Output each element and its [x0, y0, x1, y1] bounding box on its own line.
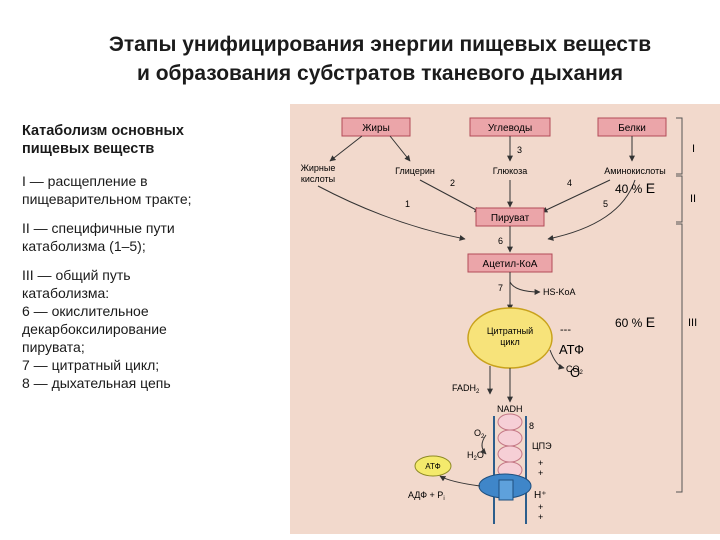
- legend-heading-line1: Катаболизм основных: [22, 123, 184, 139]
- nadh-label: NADH: [497, 404, 523, 414]
- nutrient-box-fats: Жиры: [341, 117, 411, 137]
- proton-plus: +: [538, 458, 543, 468]
- arrow-hs-coa: [509, 281, 541, 295]
- citrate-cycle: Цитратный цикл: [467, 307, 553, 369]
- proton-plus: +: [538, 512, 543, 522]
- arrow-o2-to-h2o: [480, 434, 487, 455]
- monomer-amino-acids: Аминокислоты: [604, 166, 665, 176]
- monomer-fatty-acids-2: кислоты: [301, 174, 335, 184]
- acetyl-coa-label: Ацетил-КоА: [483, 259, 538, 270]
- legend-heading: Катаболизм основных пищевых веществ: [22, 122, 284, 158]
- stage-label-2: II: [690, 193, 696, 205]
- nutrient-label: Жиры: [362, 123, 390, 134]
- step-number-6: 6: [498, 236, 503, 246]
- monomer-fatty-acids-1: Жирные: [301, 163, 336, 173]
- arrow-to-atp: [439, 475, 481, 487]
- legend-line: пирувата;: [22, 339, 85, 355]
- metabolism-diagram: Жиры Углеводы Белки 3 Жирные кислоты Гли…: [290, 104, 720, 534]
- atp-synthase: [478, 473, 532, 501]
- nutrient-label: Углеводы: [488, 123, 532, 134]
- stage-label-3: III: [688, 317, 697, 329]
- slide-title-line1: Этапы унифицирования энергии пищевых вещ…: [108, 33, 652, 56]
- step-number-7: 7: [498, 283, 503, 293]
- step-number-1: 1: [405, 199, 410, 209]
- pyruvate-box: Пируват: [475, 207, 545, 227]
- citrate-cycle-label-1: Цитратный: [487, 326, 533, 336]
- stage-label-1: I: [692, 143, 695, 155]
- citrate-cycle-label-2: цикл: [500, 337, 519, 347]
- atp-label: АТФ: [425, 462, 440, 471]
- legend-line: I — расщепление в: [22, 173, 148, 189]
- nutrient-box-carbs: Углеводы: [469, 117, 551, 137]
- stage1-arrows: [329, 135, 635, 162]
- h2o-label: H2O: [467, 450, 484, 462]
- acetyl-coa-box: Ацетил-КоА: [467, 253, 553, 273]
- atp-oval: АТФ: [414, 455, 452, 477]
- legend-line: 8 — дыхательная цепь: [22, 375, 171, 391]
- legend-stage-3: III — общий путь катаболизма: 6 — окисли…: [22, 266, 284, 392]
- legend-line: пищеварительном тракте;: [22, 191, 192, 207]
- nutrient-box-proteins: Белки: [597, 117, 667, 137]
- proton-plus: +: [538, 468, 543, 478]
- arrow-co2: [549, 349, 565, 370]
- legend-line: 6 — окислительное: [22, 303, 149, 319]
- legend-line: катаболизма (1–5);: [22, 238, 146, 254]
- monomer-glucose: Глюкоза: [493, 166, 527, 176]
- adp-label: АДФ + Pi: [408, 490, 445, 502]
- step-number-3: 3: [517, 145, 522, 155]
- legend-line: 7 — цитратный цикл;: [22, 357, 160, 373]
- proton-plus: +: [538, 502, 543, 512]
- stage2-arrows: [317, 179, 636, 241]
- overlay-letter: О: [570, 365, 580, 380]
- slide-title: Этапы унифицирования энергии пищевых вещ…: [40, 30, 720, 88]
- legend-panel: Катаболизм основных пищевых веществ I — …: [22, 122, 284, 403]
- legend-line: декарбоксилирование: [22, 321, 167, 337]
- step-number-4: 4: [567, 178, 572, 188]
- fadh2-label: FADH2: [452, 383, 480, 395]
- slide-title-line2: и образования субстратов тканевого дыхан…: [136, 62, 624, 85]
- pyruvate-label: Пируват: [491, 213, 530, 224]
- legend-stage-2: II — специфичные пути катаболизма (1–5);: [22, 219, 284, 255]
- stage-brackets: [676, 117, 683, 493]
- diagram-svg: Жиры Углеводы Белки 3 Жирные кислоты Гли…: [290, 104, 720, 534]
- step-number-2: 2: [450, 178, 455, 188]
- overlay-atp: АТФ: [559, 342, 584, 357]
- co2-label: CO2: [566, 364, 584, 376]
- legend-line: III — общий путь: [22, 267, 131, 283]
- energy-60-label: 60 % Е: [615, 314, 655, 330]
- nutrient-label: Белки: [618, 123, 646, 134]
- legend-stage-1: I — расщепление в пищеварительном тракте…: [22, 172, 284, 208]
- step-number-5: 5: [603, 199, 608, 209]
- legend-heading-line2: пищевых веществ: [22, 141, 155, 157]
- hs-coa-label: HS-KoA: [543, 287, 576, 297]
- step-number-8: 8: [529, 421, 534, 431]
- energy-40-label: 40 % Е: [615, 180, 655, 196]
- monomer-glycerol: Глицерин: [395, 166, 435, 176]
- proton-label: H⁺: [534, 490, 547, 501]
- legend-line: II — специфичные пути: [22, 220, 175, 236]
- legend-line: катаболизма:: [22, 285, 110, 301]
- o2-label: O2: [474, 428, 485, 440]
- overlay-dashes: ---: [560, 324, 571, 336]
- etc-label: ЦПЭ: [532, 441, 552, 451]
